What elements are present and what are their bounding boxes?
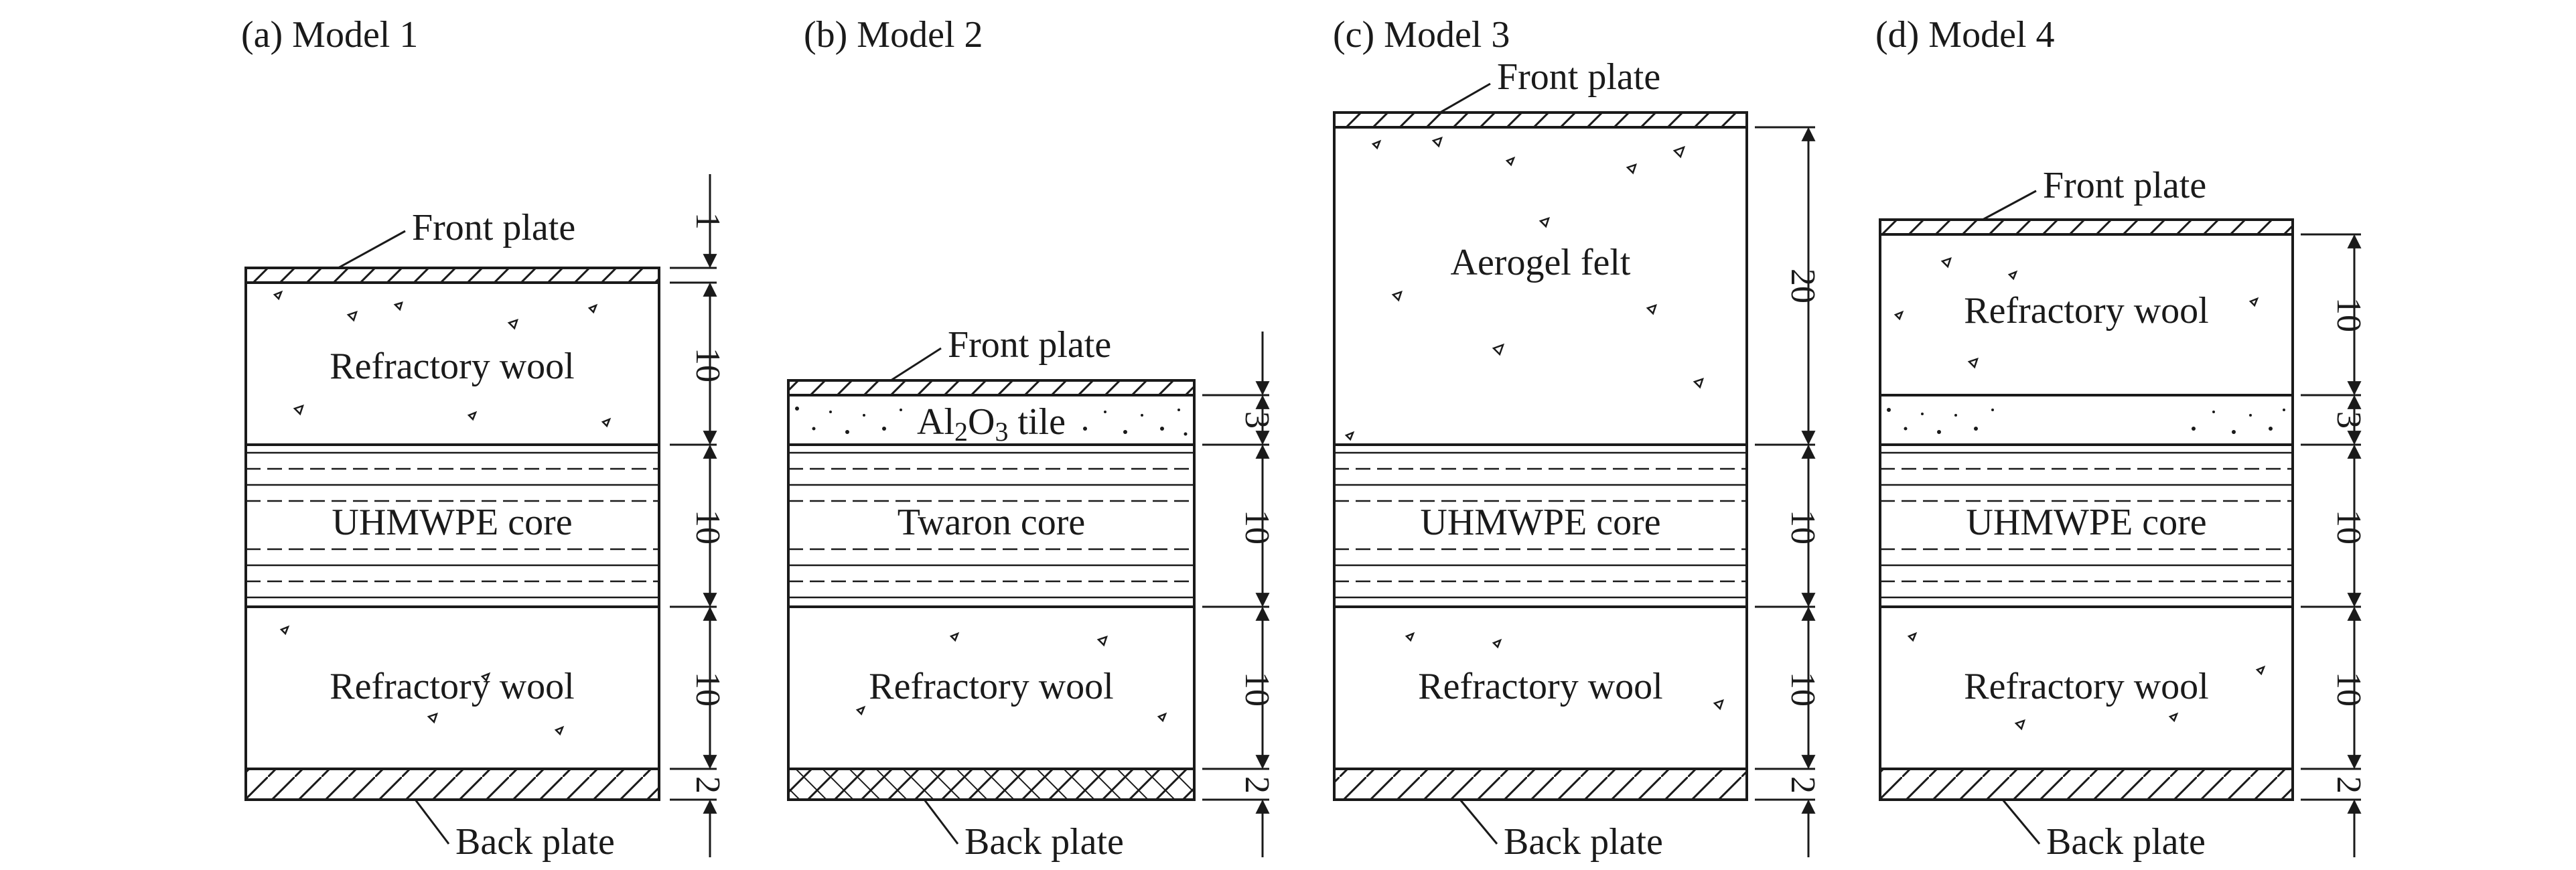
refractory-wool-label: Refractory wool <box>1964 666 2208 707</box>
front-plate-label: Front plate <box>2043 165 2206 206</box>
al2o3-tile-label: Al2O3 tile <box>917 401 1066 447</box>
back-plate-leader <box>2001 799 2041 845</box>
front-plate-label: Front plate <box>948 324 1111 366</box>
front-plate-leader <box>1439 82 1491 114</box>
back-plate-label: Back plate <box>1504 821 1663 863</box>
al2o3-tile-layer <box>1879 394 2294 446</box>
dimension-label: 2 <box>1238 776 1276 794</box>
dimension-column <box>2301 233 2362 857</box>
refractory-wool-label: Refractory wool <box>1418 666 1662 707</box>
dimension-label: 1 <box>689 212 727 230</box>
refractory-wool-label: Refractory wool <box>330 666 574 707</box>
al2o3-tile-speckle <box>795 407 1188 436</box>
model-4: (d) Model 4 Front plate Refractory wool … <box>1875 14 2368 863</box>
back-plate <box>787 768 1196 801</box>
front-plate-label: Front plate <box>412 207 575 248</box>
dimension-label: 2 <box>2330 776 2368 794</box>
dimension-label: 10 <box>1238 672 1276 707</box>
back-plate-leader <box>923 799 959 845</box>
uhmwpe-core-label: UHMWPE core <box>1966 502 2206 543</box>
model-title: (a) Model 1 <box>241 14 418 56</box>
aerogel-felt-label: Aerogel felt <box>1451 242 1631 283</box>
dimension-label: 3 <box>2330 411 2368 429</box>
refractory-wool-label: Refractory wool <box>330 346 574 387</box>
dimension-column <box>670 174 717 857</box>
back-plate <box>1879 768 2294 801</box>
back-plate-leader <box>414 799 450 845</box>
refractory-wool-label: Refractory wool <box>1964 290 2208 332</box>
dimension-label: 20 <box>1784 269 1822 303</box>
front-plate-leader <box>338 230 406 269</box>
dimension-label: 10 <box>1784 510 1822 545</box>
aggregate-texture <box>273 137 2266 736</box>
dimension-label: 10 <box>1784 672 1822 707</box>
model-2: (b) Model 2 Front plate Al2O3 tile Twaro… <box>787 14 1276 863</box>
model-title: (d) Model 4 <box>1875 14 2055 56</box>
uhmwpe-core-layer <box>1333 443 1748 608</box>
core-lines <box>246 451 659 599</box>
dimension-label: 2 <box>1784 776 1822 794</box>
core-lines <box>788 451 1194 599</box>
refractory-wool-layer <box>787 605 1196 770</box>
twaron-core-label: Twaron core <box>898 502 1086 543</box>
dimension-column <box>1755 126 1816 857</box>
dimension-label: 10 <box>689 672 727 707</box>
dimension-label: 2 <box>689 776 727 794</box>
dimension-label: 3 <box>1238 411 1276 429</box>
dimension-label: 10 <box>2330 672 2368 707</box>
front-plate <box>1333 111 1748 129</box>
twaron-core-layer <box>787 443 1196 608</box>
refractory-wool-layer <box>1879 605 2294 770</box>
refractory-wool-label: Refractory wool <box>869 666 1113 707</box>
uhmwpe-core-label: UHMWPE core <box>332 502 572 543</box>
model-3: (c) Model 3 Front plate Aerogel felt UHM… <box>1333 14 1822 863</box>
front-plate-label: Front plate <box>1497 56 1660 98</box>
core-lines <box>1880 451 2293 599</box>
refractory-wool-layer <box>244 605 660 770</box>
back-plate-label: Back plate <box>964 821 1124 863</box>
back-plate-leader <box>1459 799 1498 845</box>
back-plate <box>1333 768 1748 801</box>
al2o3-tile-speckle <box>1887 408 2285 434</box>
dimension-label: 10 <box>2330 297 2368 332</box>
back-plate-label: Back plate <box>2046 821 2206 863</box>
dimension-label: 10 <box>689 510 727 545</box>
model-1: (a) Model 1 Front plate Refractory wool … <box>241 14 727 863</box>
core-lines <box>1334 451 1747 599</box>
front-plate <box>787 379 1196 396</box>
back-plate-label: Back plate <box>455 821 615 863</box>
front-plate <box>1879 218 2294 236</box>
front-plate-leader <box>1982 190 2037 221</box>
uhmwpe-core-label: UHMWPE core <box>1420 502 1660 543</box>
back-plate <box>244 768 660 801</box>
uhmwpe-core-layer <box>244 443 660 608</box>
aerogel-felt-layer <box>1333 126 1748 446</box>
front-plate <box>244 267 660 284</box>
model-title: (c) Model 3 <box>1333 14 1510 56</box>
dimension-column <box>1202 332 1270 857</box>
refractory-wool-layer <box>1333 605 1748 770</box>
dimension-label: 10 <box>2330 510 2368 545</box>
dimension-label: 10 <box>1238 510 1276 545</box>
model-title: (b) Model 2 <box>804 14 983 56</box>
dimension-label: 10 <box>689 348 727 382</box>
al2o3-tile-layer <box>787 394 1196 446</box>
front-plate-leader <box>890 347 942 382</box>
